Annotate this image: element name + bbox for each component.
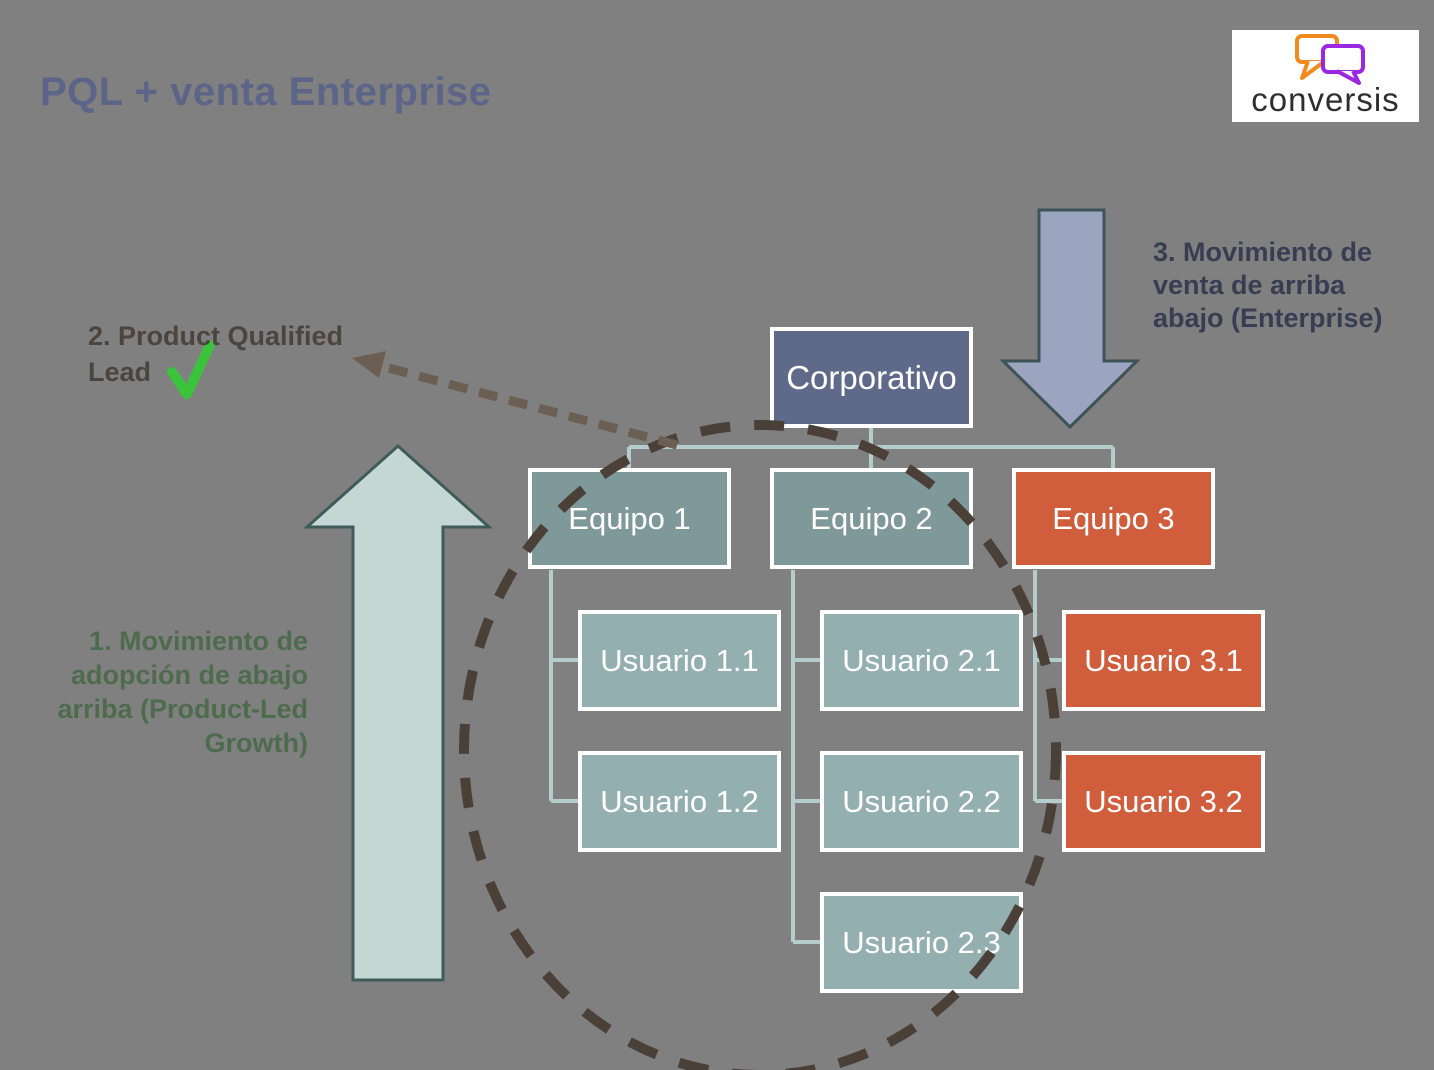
annotation-line: Growth) (204, 728, 308, 758)
annotation-product-qualified-lead: 2. Product Qualified Lead (88, 318, 388, 390)
annotation-enterprise-sales: 3. Movimiento de venta de arriba abajo (… (1153, 236, 1413, 335)
annotation-line: adopción de abajo (70, 660, 308, 690)
org-box-usuario-1-1: Usuario 1.1 (578, 610, 781, 711)
speech-bubbles-icon (1294, 34, 1365, 85)
annotation-line: 2. Product Qualified (88, 321, 344, 351)
page-title: PQL + venta Enterprise (40, 70, 492, 114)
org-box-usuario-2-2: Usuario 2.2 (820, 751, 1023, 852)
org-box-usuario-3-1: Usuario 3.1 (1062, 610, 1265, 711)
org-box-usuario-2-3: Usuario 2.3 (820, 892, 1023, 993)
org-box-usuario-3-2: Usuario 3.2 (1062, 751, 1265, 852)
org-box-usuario-1-2: Usuario 1.2 (578, 751, 781, 852)
annotation-line: Lead (88, 357, 152, 387)
org-box-equipo-3: Equipo 3 (1012, 468, 1215, 569)
annotation-line: 3. Movimiento de (1153, 237, 1373, 267)
annotation-line: venta de arriba (1153, 270, 1346, 300)
logo-text: conversis (1251, 81, 1400, 118)
org-box-usuario-2-1: Usuario 2.1 (820, 610, 1023, 711)
annotation-line: arriba (Product-Led (57, 694, 308, 724)
org-box-equipo-1: Equipo 1 (528, 468, 731, 569)
down-arrow-shape (999, 208, 1141, 430)
up-arrow-shape (303, 443, 493, 982)
annotation-line: 1. Movimiento de (88, 626, 308, 656)
annotation-line: abajo (Enterprise) (1153, 303, 1383, 333)
annotation-adoption-plg: 1. Movimiento de adopción de abajo arrib… (28, 624, 308, 760)
org-box-corporativo: Corporativo (770, 327, 973, 428)
conversis-logo: conversis (1232, 30, 1419, 122)
org-box-equipo-2: Equipo 2 (770, 468, 973, 569)
